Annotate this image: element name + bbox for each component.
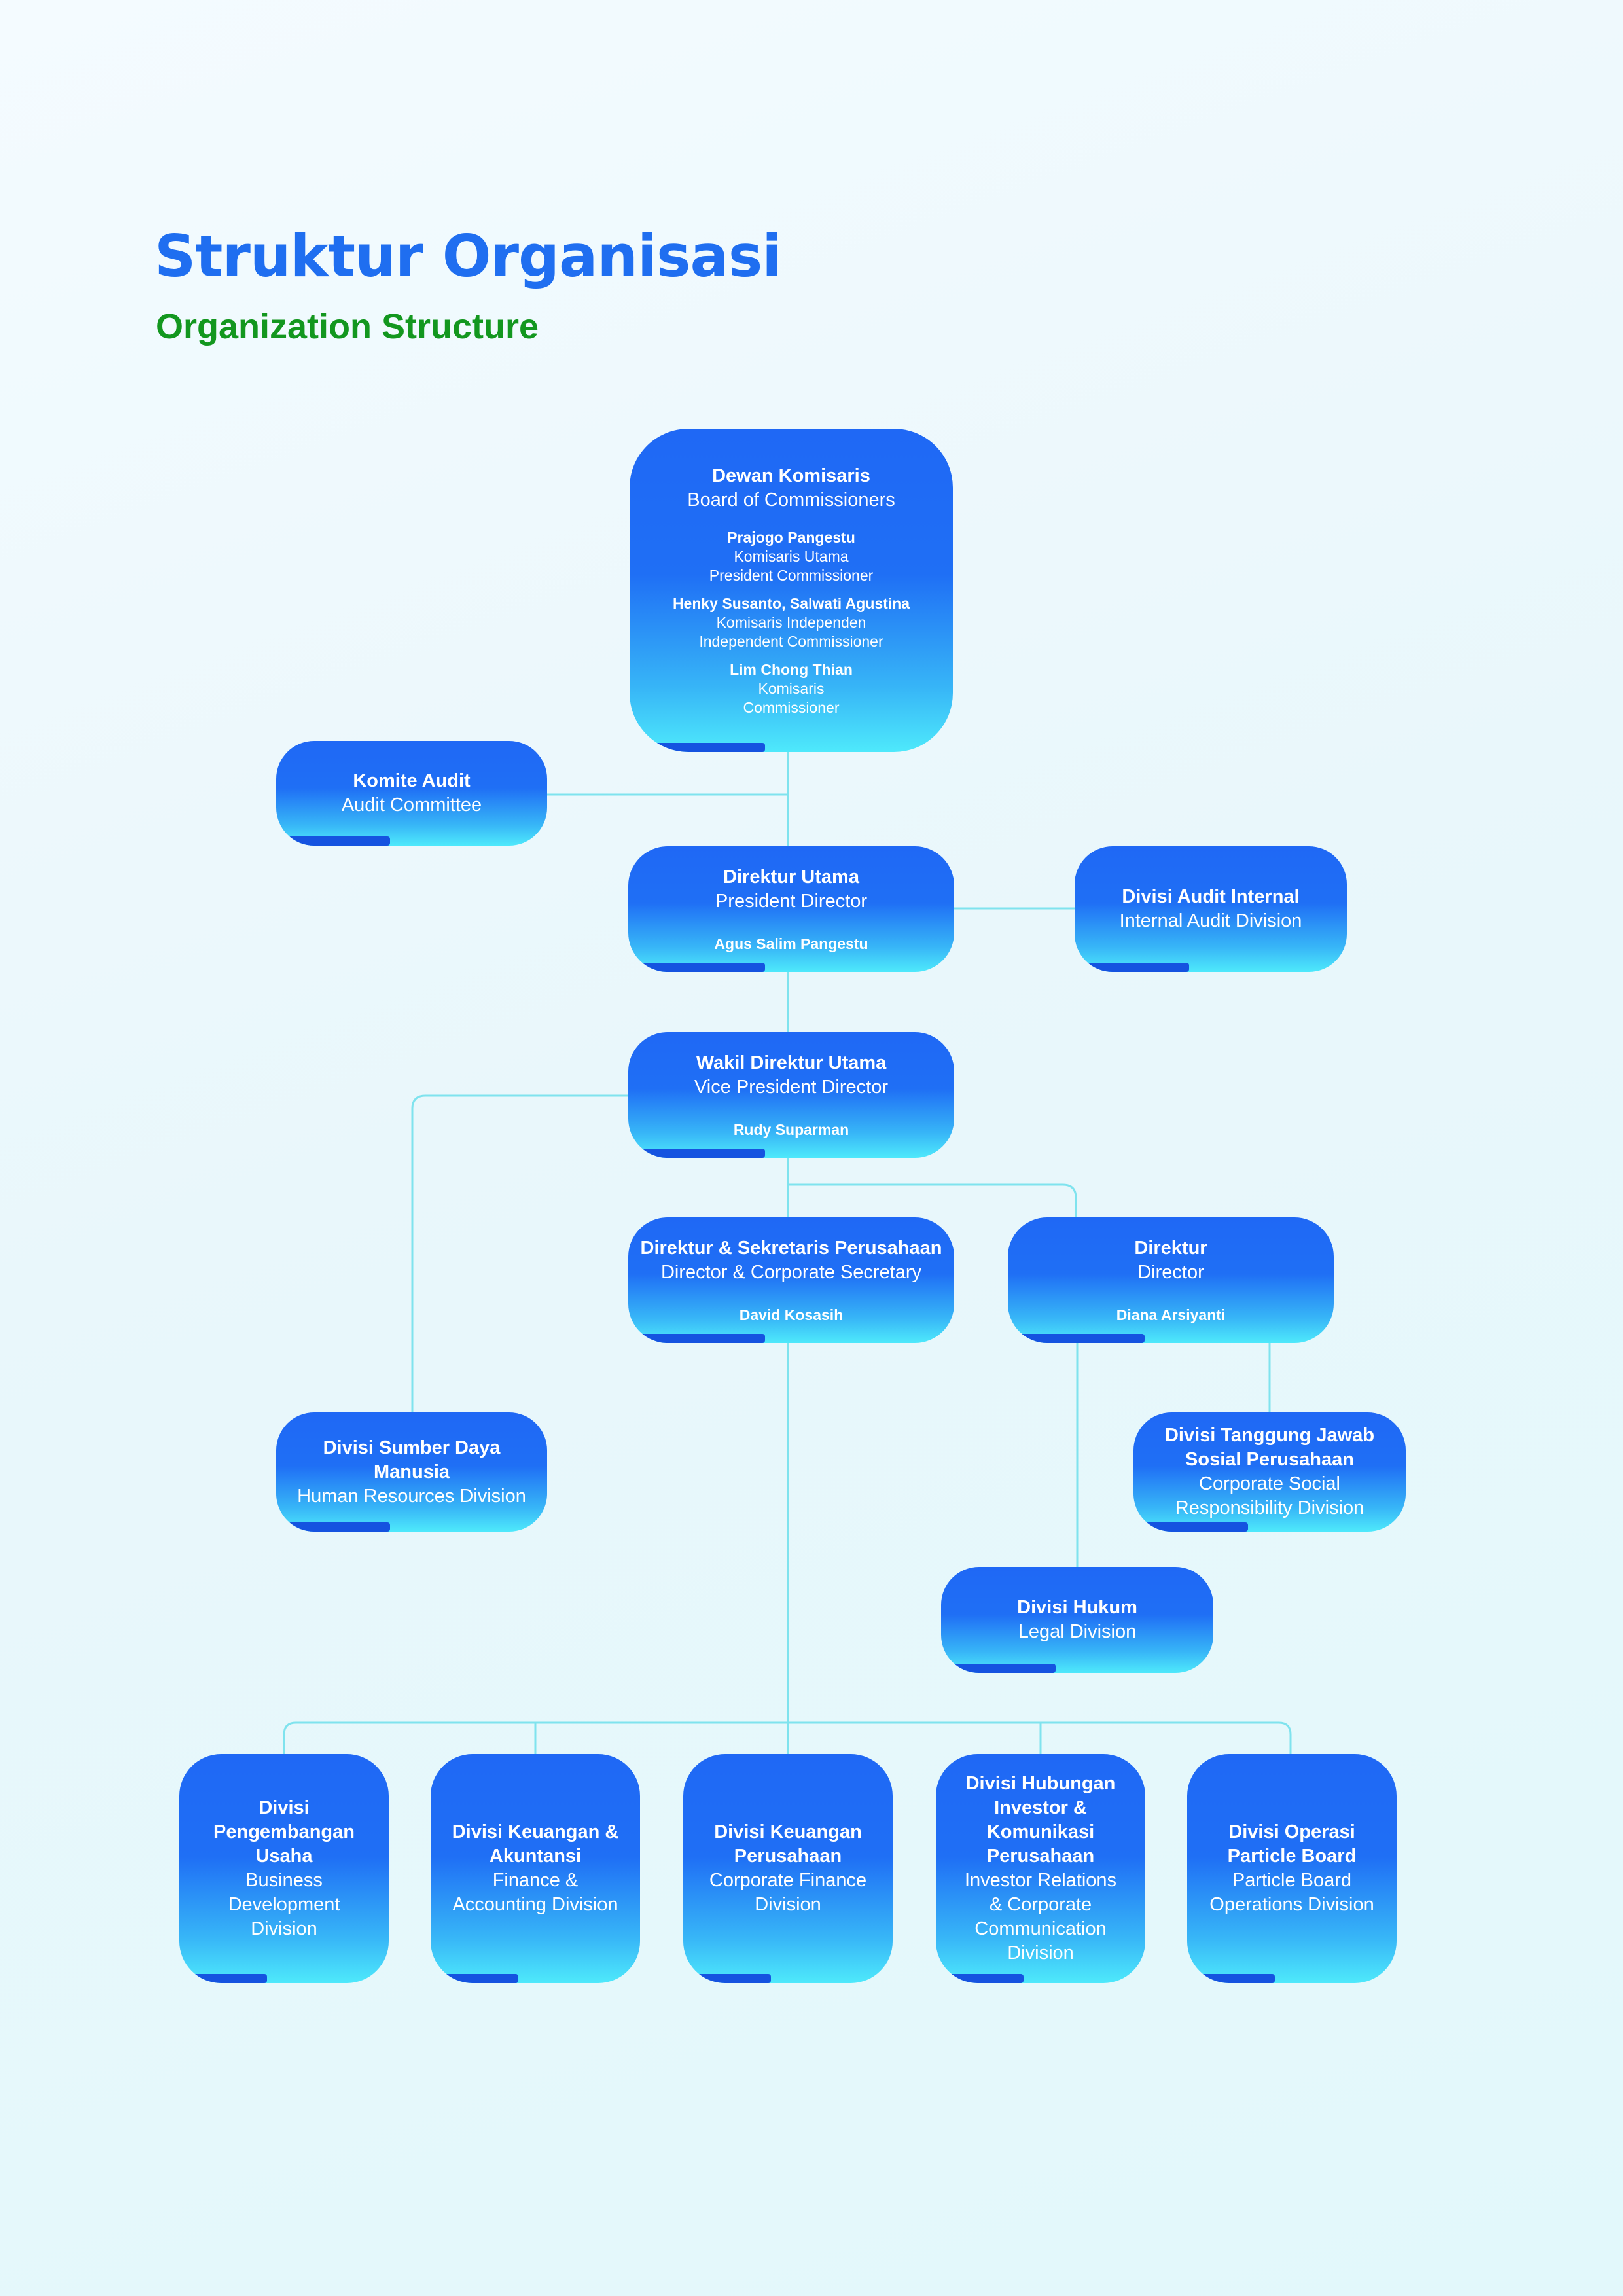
commissioner-entry: Prajogo Pangestu Komisaris Utama Preside… xyxy=(709,528,874,585)
director-subtitle: Director xyxy=(1137,1261,1204,1283)
commissioner-name: Prajogo Pangestu xyxy=(727,528,855,546)
commissioner-role-en: President Commissioner xyxy=(709,566,874,584)
connector-to-director xyxy=(788,1183,1077,1217)
csr-division-title: Divisi Tanggung Jawab xyxy=(1164,1425,1375,1446)
corporate-secretary-title: Direktur & Sekretaris Perusahaan xyxy=(640,1237,942,1259)
commissioner-role-en: Commissioner xyxy=(743,698,840,716)
division-subtitle: Communication xyxy=(974,1918,1107,1939)
page-subtitle: Organization Structure xyxy=(156,307,539,346)
commissioner-entry: Henky Susanto, Salwati Agustina Komisari… xyxy=(673,594,910,651)
vice-president-director-title: Wakil Direktur Utama xyxy=(696,1052,887,1073)
csr-division-box[interactable]: Divisi Tanggung Jawab Sosial Perusahaan … xyxy=(1133,1412,1406,1532)
director-title: Direktur xyxy=(1134,1237,1207,1259)
division-title: Usaha xyxy=(255,1846,313,1867)
vice-president-director-subtitle: Vice President Director xyxy=(694,1076,889,1098)
corporate-secretary-name: David Kosasih xyxy=(739,1306,844,1323)
division-subtitle: Finance & xyxy=(492,1870,579,1891)
division-subtitle: Particle Board xyxy=(1232,1870,1352,1891)
connector-vice-to-hr xyxy=(411,1094,630,1414)
division-title: Perusahaan xyxy=(986,1846,1095,1867)
division-title: Perusahaan xyxy=(734,1846,842,1867)
vice-president-director-box[interactable]: Wakil Direktur Utama Vice President Dire… xyxy=(628,1032,954,1158)
csr-division-subtitle: Responsibility Division xyxy=(1175,1498,1364,1518)
hr-division-box[interactable]: Divisi Sumber Daya Manusia Human Resourc… xyxy=(276,1412,547,1532)
audit-committee-subtitle: Audit Committee xyxy=(341,795,482,816)
business-development-division-box[interactable]: Divisi Pengembangan Usaha Business Devel… xyxy=(179,1754,389,1983)
legal-division-title: Divisi Hukum xyxy=(1017,1597,1137,1618)
division-title: Divisi xyxy=(259,1797,310,1818)
hr-division-title: Divisi Sumber Daya xyxy=(323,1437,501,1458)
division-subtitle: Division xyxy=(1007,1943,1074,1964)
corporate-secretary-box[interactable]: Direktur & Sekretaris Perusahaan Directo… xyxy=(628,1217,954,1343)
division-subtitle: Accounting Division xyxy=(452,1894,618,1915)
division-title: Komunikasi xyxy=(986,1821,1095,1842)
board-title: Dewan Komisaris xyxy=(712,465,870,486)
finance-accounting-division-box[interactable]: Divisi Keuangan & Akuntansi Finance & Ac… xyxy=(431,1754,640,1983)
president-director-box[interactable]: Direktur Utama President Director Agus S… xyxy=(628,846,954,972)
division-title: Divisi Keuangan xyxy=(714,1821,862,1842)
vice-president-director-name: Rudy Suparman xyxy=(733,1121,849,1138)
division-subtitle: & Corporate xyxy=(989,1894,1092,1915)
corporate-finance-division-box[interactable]: Divisi Keuangan Perusahaan Corporate Fin… xyxy=(683,1754,893,1983)
division-title: Akuntansi xyxy=(489,1846,582,1867)
division-title: Investor & xyxy=(994,1797,1087,1818)
division-subtitle: Business xyxy=(245,1870,323,1891)
commissioner-role-id: Komisaris Utama xyxy=(734,547,849,565)
division-subtitle: Investor Relations xyxy=(964,1870,1117,1891)
division-subtitle: Operations Division xyxy=(1209,1894,1374,1915)
legal-division-box[interactable]: Divisi Hukum Legal Division xyxy=(941,1567,1213,1673)
commissioner-role-id: Komisaris Independen xyxy=(716,613,866,631)
commissioner-entry: Lim Chong Thian Komisaris Commissioner xyxy=(730,660,853,717)
audit-committee-box[interactable]: Komite Audit Audit Committee xyxy=(276,741,547,846)
commissioner-role-id: Komisaris xyxy=(758,679,825,697)
internal-audit-box[interactable]: Divisi Audit Internal Internal Audit Div… xyxy=(1075,846,1347,972)
director-name: Diana Arsiyanti xyxy=(1116,1306,1226,1323)
investor-relations-division-box[interactable]: Divisi Hubungan Investor & Komunikasi Pe… xyxy=(936,1754,1145,1983)
director-box[interactable]: Direktur Director Diana Arsiyanti xyxy=(1008,1217,1334,1343)
csr-division-subtitle: Corporate Social xyxy=(1199,1473,1340,1494)
board-of-commissioners-box[interactable]: Dewan Komisaris Board of Commissioners P… xyxy=(630,429,953,752)
division-subtitle: Development xyxy=(228,1894,340,1915)
division-title: Divisi Hubungan xyxy=(965,1773,1116,1794)
division-title: Divisi Keuangan & xyxy=(452,1821,619,1842)
commissioner-name: Henky Susanto, Salwati Agustina xyxy=(672,594,910,612)
audit-committee-title: Komite Audit xyxy=(353,770,471,791)
president-director-title: Direktur Utama xyxy=(723,866,859,888)
division-subtitle: Corporate Finance xyxy=(709,1870,867,1891)
connector-bottom-bus xyxy=(283,1721,1292,1754)
division-title: Pengembangan xyxy=(213,1821,355,1842)
division-title: Divisi Operasi xyxy=(1228,1821,1355,1842)
internal-audit-subtitle: Internal Audit Division xyxy=(1119,910,1302,931)
hr-division-subtitle: Human Resources Division xyxy=(297,1485,526,1507)
president-director-name: Agus Salim Pangestu xyxy=(714,935,868,952)
division-subtitle: Division xyxy=(251,1918,317,1939)
csr-division-title: Sosial Perusahaan xyxy=(1185,1449,1354,1470)
division-title: Particle Board xyxy=(1227,1846,1357,1867)
page-title: Struktur Organisasi xyxy=(154,223,781,290)
president-director-subtitle: President Director xyxy=(715,890,868,912)
particle-board-operations-division-box[interactable]: Divisi Operasi Particle Board Particle B… xyxy=(1187,1754,1397,1983)
division-subtitle: Division xyxy=(755,1894,821,1915)
internal-audit-title: Divisi Audit Internal xyxy=(1122,886,1300,907)
legal-division-subtitle: Legal Division xyxy=(1018,1621,1137,1642)
board-subtitle: Board of Commissioners xyxy=(687,489,895,511)
hr-division-title: Manusia xyxy=(373,1461,450,1482)
commissioner-role-en: Independent Commissioner xyxy=(699,632,883,650)
commissioner-name: Lim Chong Thian xyxy=(730,660,853,678)
corporate-secretary-subtitle: Director & Corporate Secretary xyxy=(660,1261,922,1283)
